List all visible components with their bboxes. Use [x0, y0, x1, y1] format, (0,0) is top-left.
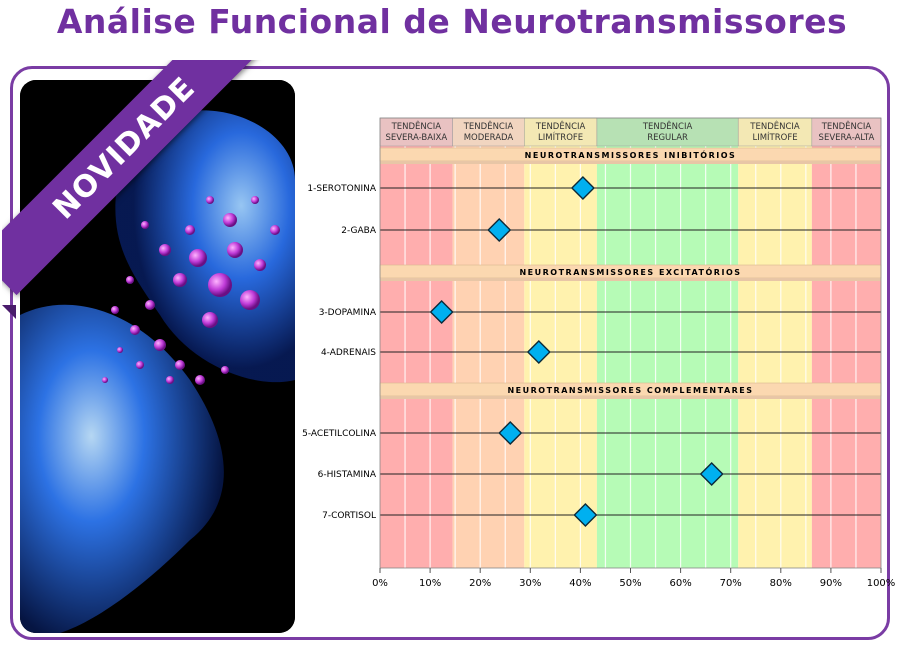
- band-header-0: [379, 117, 453, 147]
- section-title: NEUROTRANSMISSORES EXCITATÓRIOS: [519, 266, 741, 277]
- data-marker: [699, 462, 724, 486]
- band-5: [811, 146, 881, 568]
- band-header-3: [596, 117, 739, 147]
- band-header-label: SEVERA-BAIXA: [385, 133, 447, 143]
- synapse-image: [20, 80, 295, 633]
- band-header-label: TENDÊNCIA: [535, 120, 586, 132]
- data-marker: [526, 340, 551, 364]
- row-label: 4-ADRENAIS: [321, 348, 376, 358]
- data-marker: [573, 503, 598, 527]
- x-tick-label: 0%: [372, 578, 388, 589]
- band-3: [596, 146, 739, 568]
- x-tick-label: 40%: [569, 578, 591, 589]
- x-tick-label: 50%: [619, 578, 641, 589]
- section-header-shadow: [380, 161, 881, 164]
- ribbon-fold: [2, 305, 16, 319]
- band-header-label: TENDÊNCIA: [821, 120, 872, 132]
- section-title: NEUROTRANSMISSORES INIBITÓRIOS: [525, 149, 737, 160]
- row-label: 7-CORTISOL: [322, 511, 376, 521]
- section-header-shadow: [380, 278, 881, 281]
- row-label: 2-GABA: [341, 226, 377, 236]
- band-header-label: MODERADA: [464, 133, 514, 143]
- synapse-illustration: [20, 80, 295, 633]
- data-marker: [570, 176, 595, 200]
- section-header-shadow: [380, 396, 881, 399]
- x-tick-label: 80%: [770, 578, 792, 589]
- page-title: Análise Funcional de Neurotransmissores: [56, 2, 848, 41]
- x-tick-label: 100%: [867, 578, 896, 589]
- x-tick-label: 60%: [669, 578, 691, 589]
- band-header-label: TENDÊNCIA: [391, 120, 442, 132]
- band-1: [452, 146, 525, 568]
- x-tick-label: 20%: [469, 578, 491, 589]
- row-label: 3-DOPAMINA: [319, 308, 377, 318]
- band-header-label: TENDÊNCIA: [642, 120, 693, 132]
- row-label: 6-HISTAMINA: [318, 470, 377, 480]
- band-header-label: LIMÍTROFE: [538, 131, 583, 143]
- data-marker: [498, 421, 523, 445]
- neurotransmitter-chart: TENDÊNCIASEVERA-BAIXATENDÊNCIAMODERADATE…: [302, 117, 896, 589]
- section-title: NEUROTRANSMISSORES COMPLEMENTARES: [507, 386, 753, 395]
- band-header-label: REGULAR: [647, 133, 688, 143]
- band-4: [738, 146, 812, 568]
- row-label: 5-ACETILCOLINA: [302, 429, 377, 439]
- x-tick-label: 70%: [720, 578, 742, 589]
- data-marker: [429, 300, 454, 324]
- band-0: [380, 146, 453, 568]
- band-header-label: LIMÍTROFE: [752, 131, 797, 143]
- x-tick-label: 10%: [419, 578, 441, 589]
- band-header-5: [811, 117, 882, 147]
- band-header-label: TENDÊNCIA: [463, 120, 514, 132]
- x-tick-label: 90%: [820, 578, 842, 589]
- band-header-1: [452, 117, 525, 147]
- band-header-label: TENDÊNCIA: [749, 120, 800, 132]
- data-marker: [487, 218, 512, 242]
- x-tick-label: 30%: [519, 578, 541, 589]
- row-label: 1-SEROTONINA: [307, 184, 376, 194]
- band-header-2: [524, 117, 598, 147]
- band-header-label: SEVERA-ALTA: [819, 133, 875, 143]
